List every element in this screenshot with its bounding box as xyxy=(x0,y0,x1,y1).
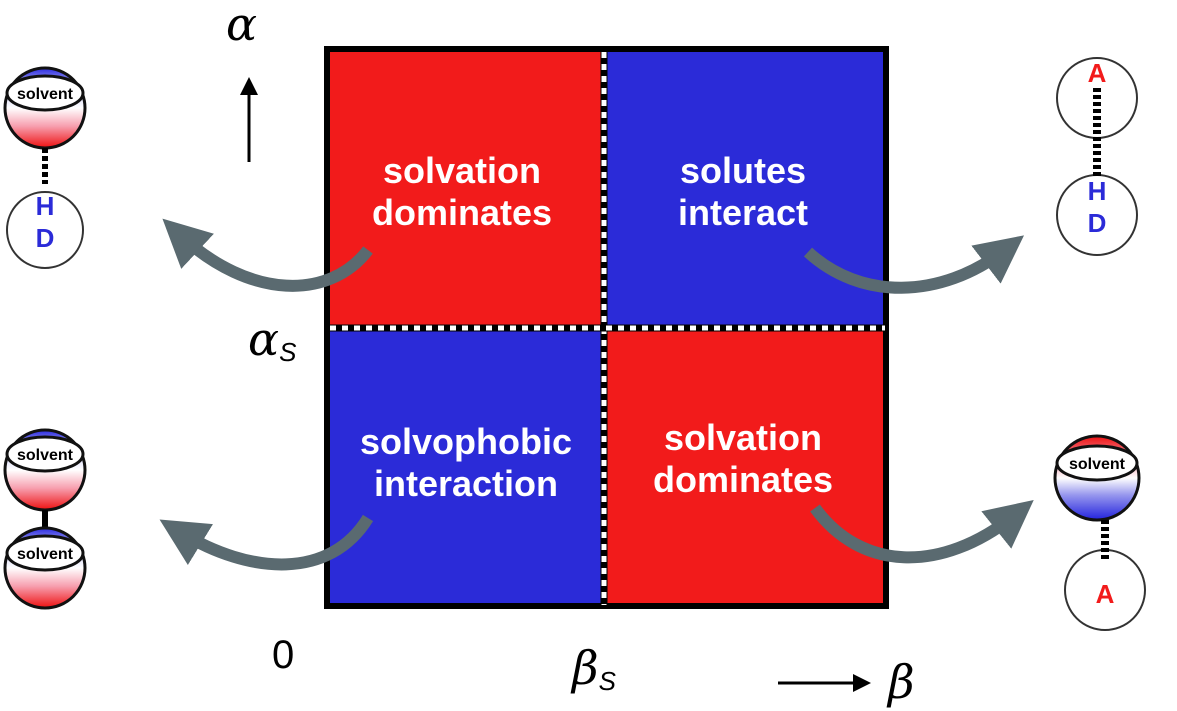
donor-h-label: H xyxy=(36,191,55,221)
svg-text:solvent: solvent xyxy=(1069,456,1126,473)
svg-text:solvent: solvent xyxy=(17,86,74,103)
quadrant-bottom-right xyxy=(604,328,885,605)
quadrant-tr-line2: interact xyxy=(678,192,808,233)
quadrant-top-left xyxy=(328,50,604,328)
acceptor-label-bottom: A xyxy=(1096,579,1115,609)
beta-s-label: βS xyxy=(570,641,617,696)
origin-label: 0 xyxy=(272,633,294,677)
donor-circle xyxy=(6,191,84,269)
quadrant-br-line1: solvation xyxy=(664,417,822,458)
quadrant-bl-line2: interaction xyxy=(374,463,558,504)
beta-axis-label: β xyxy=(886,655,915,709)
solvent-sphere-top-left: solvent xyxy=(3,66,87,150)
solvent-sphere-bottom-left-2: solvent xyxy=(3,526,87,610)
alpha-axis-label: α xyxy=(226,0,257,51)
plot-border xyxy=(324,46,889,609)
curved-arrow-top-left-icon xyxy=(162,218,373,292)
curved-arrow-bottom-right-icon xyxy=(810,500,1034,564)
curved-arrow-bottom-left-icon xyxy=(159,514,374,571)
quadrant-tl-line1: solvation xyxy=(383,150,541,191)
solvent-sphere-bottom-left-1: solvent xyxy=(3,428,87,512)
quadrant-br-line2: dominates xyxy=(653,459,833,500)
svg-text:solvent: solvent xyxy=(17,546,74,563)
quadrant-bl-line1: solvophobic xyxy=(360,421,572,462)
curved-arrow-top-right-icon xyxy=(803,235,1025,294)
solvent-sphere-bottom-right: solvent xyxy=(1053,434,1141,522)
quadrant-top-right xyxy=(604,50,885,328)
quadrant-bottom-left xyxy=(328,328,604,605)
svg-text:solvent: solvent xyxy=(17,447,74,464)
donor-d-label-right: D xyxy=(1088,208,1107,238)
quadrant-tr-line1: solutes xyxy=(680,150,806,191)
alpha-s-label: αS xyxy=(248,312,297,367)
donor-d-label: D xyxy=(36,223,55,253)
acceptor-label: A xyxy=(1088,58,1107,88)
quadrant-tl-line2: dominates xyxy=(372,192,552,233)
donor-h-label-right: H xyxy=(1088,176,1107,206)
